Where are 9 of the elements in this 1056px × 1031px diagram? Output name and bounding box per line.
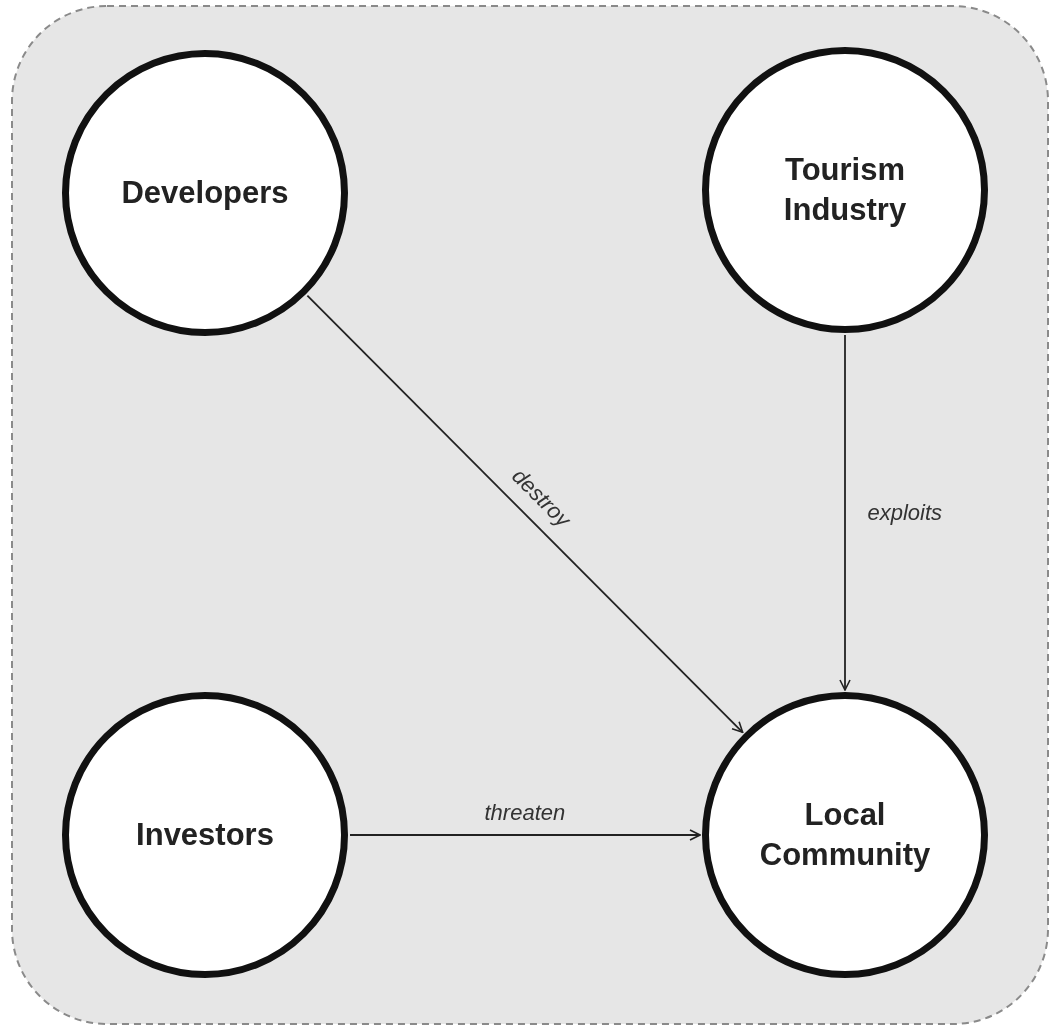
edge-label: exploits (867, 499, 943, 526)
arrow (839, 334, 851, 691)
edge-label: threaten (484, 800, 566, 826)
arrow (306, 294, 744, 734)
node-label: Local Community (758, 795, 932, 874)
arrow (349, 829, 701, 841)
node-label: Developers (121, 173, 289, 212)
node-label: Investors (136, 815, 274, 854)
node-label: Tourism Industry (782, 150, 908, 229)
